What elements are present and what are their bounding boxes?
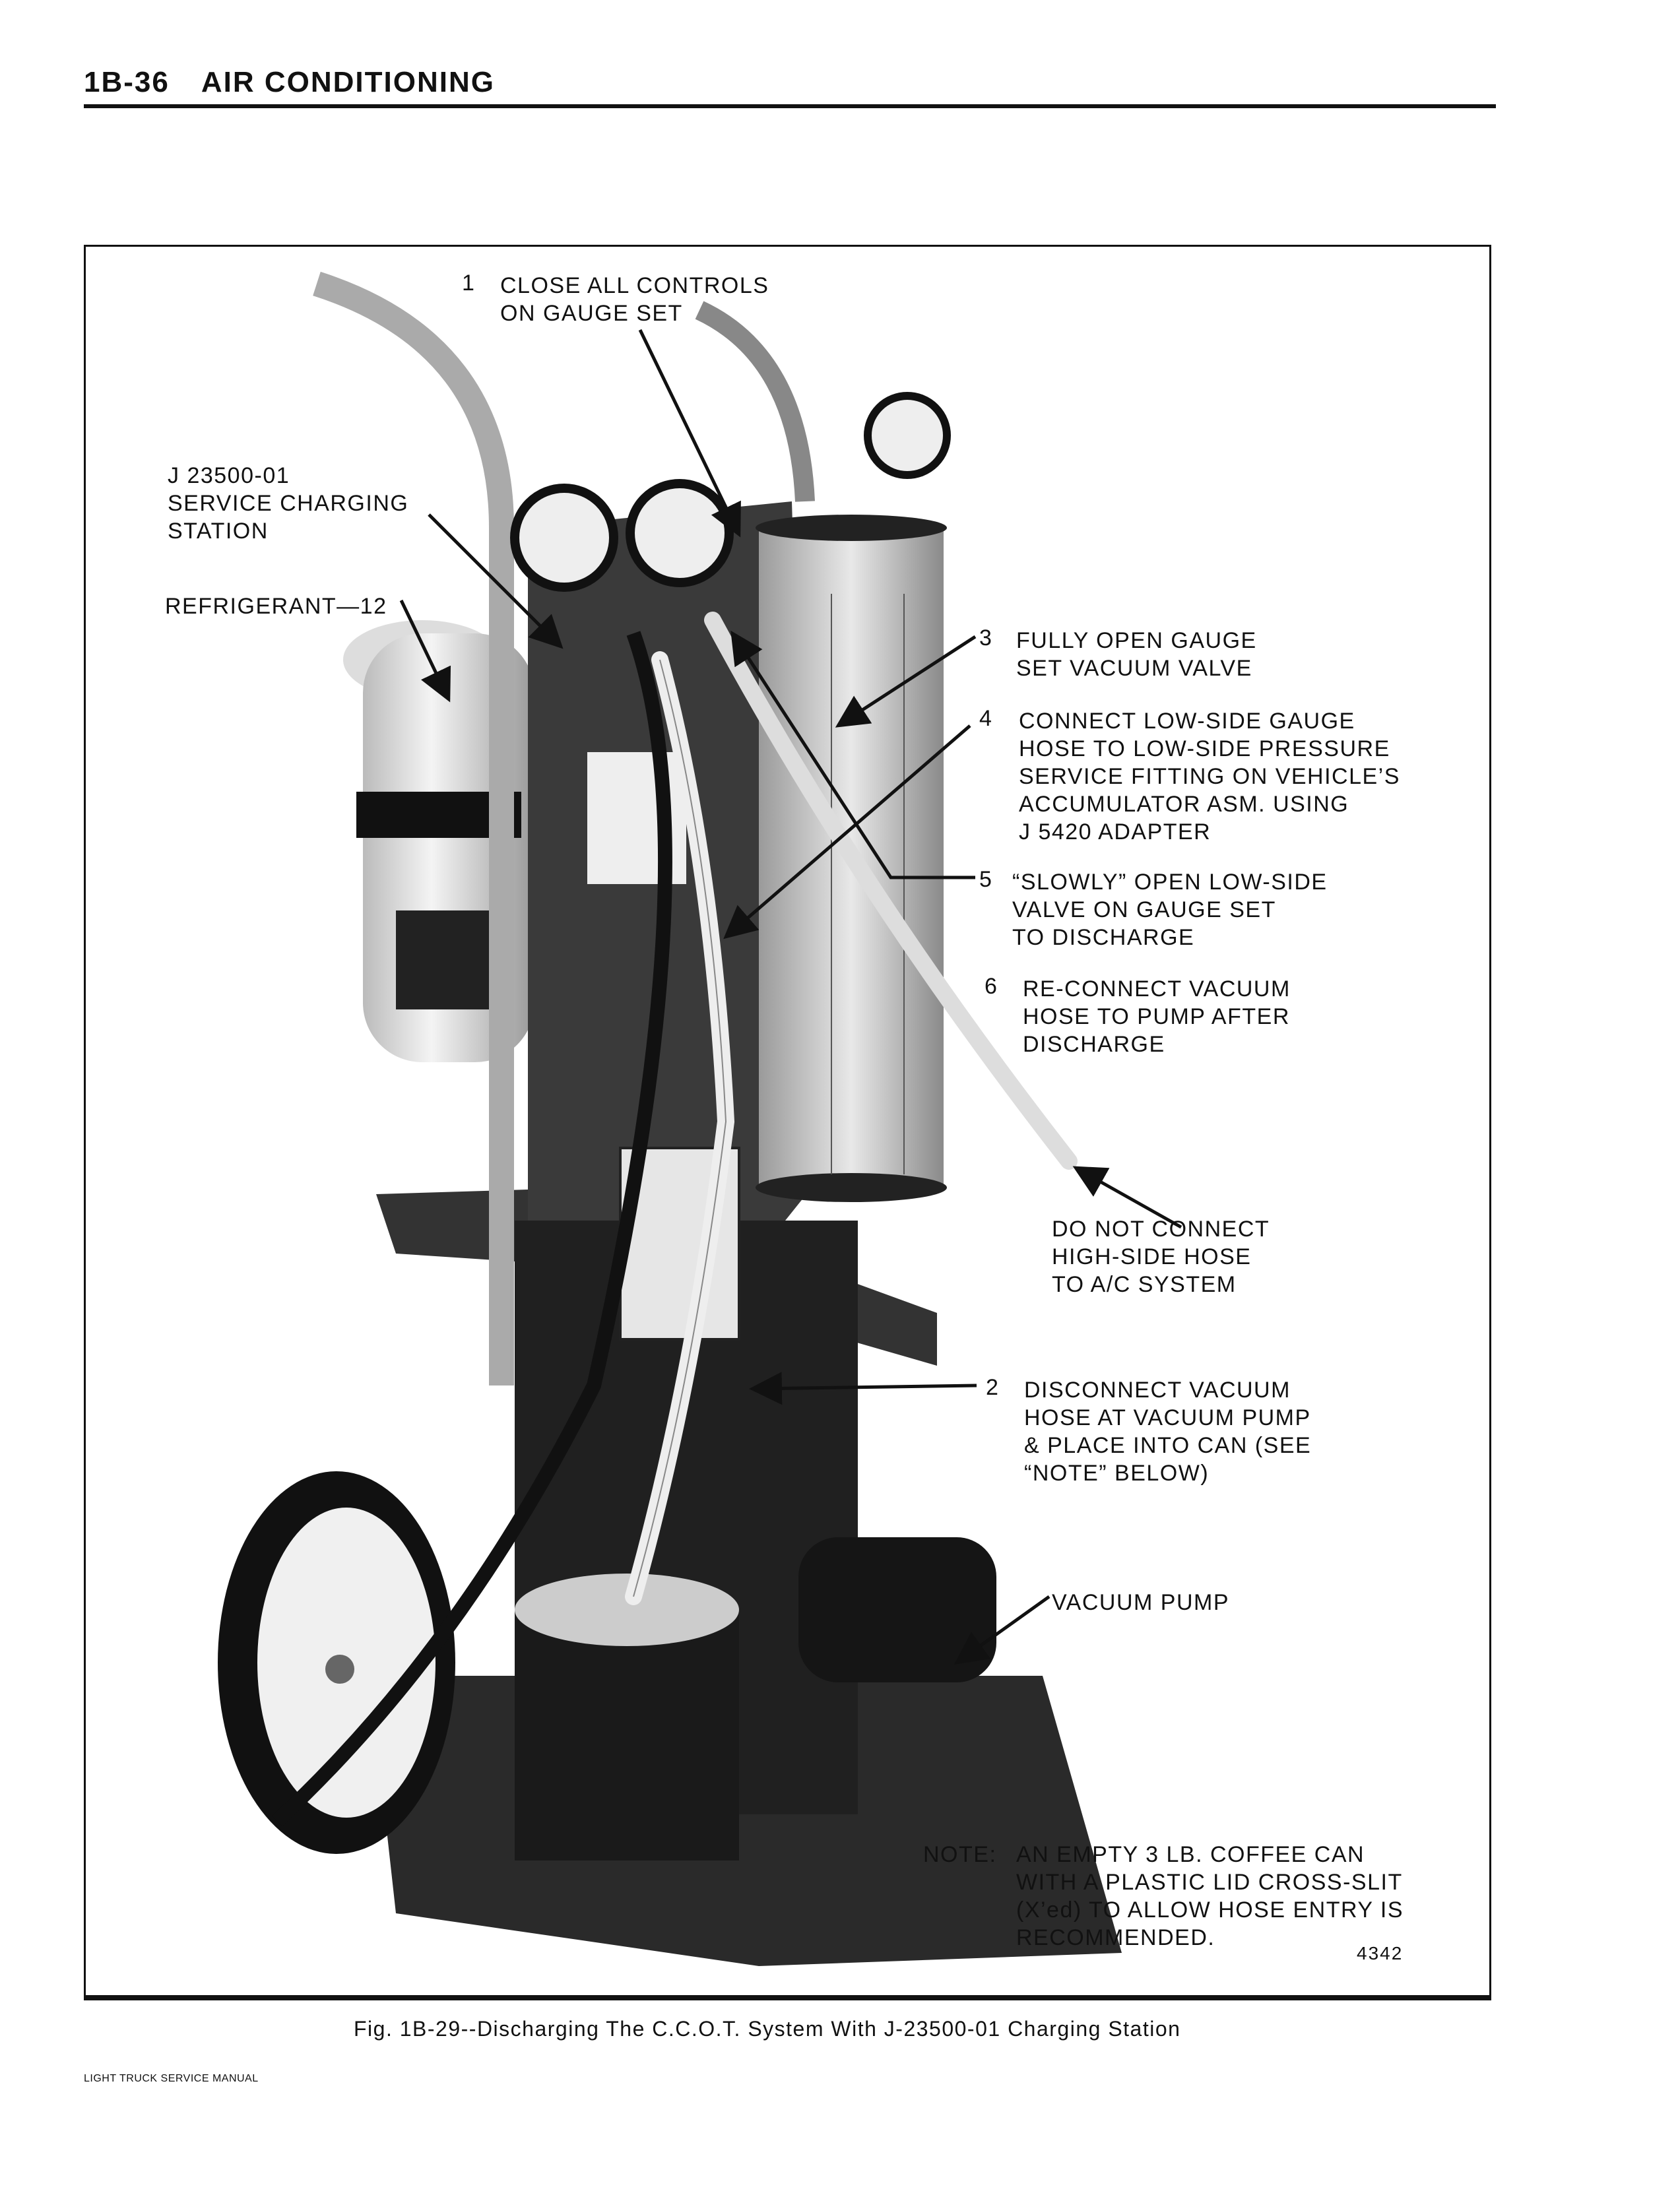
vacuum-gauge	[864, 392, 951, 479]
step5-number: 5	[979, 867, 992, 892]
callout-line: ON GAUGE SET	[500, 301, 683, 326]
step1-callout: CLOSE ALL CONTROLS ON GAUGE SET	[500, 272, 769, 327]
callout-line: (X’ed) TO ALLOW HOSE ENTRY IS	[1016, 1897, 1404, 1923]
callout-line: VACUUM PUMP	[1052, 1590, 1229, 1615]
figure-caption: Fig. 1B-29--Discharging The C.C.O.T. Sys…	[354, 2017, 1181, 2041]
callout-line: WITH A PLASTIC LID CROSS-SLIT	[1016, 1870, 1403, 1895]
note-label: NOTE:	[923, 1842, 997, 1867]
high-side-hose	[704, 612, 1078, 1170]
callout-line: J 5420 ADAPTER	[1019, 819, 1212, 844]
step6-number: 6	[985, 974, 997, 999]
callout-line: DO NOT CONNECT	[1052, 1217, 1270, 1242]
figure-id: 4342	[1357, 1943, 1404, 1963]
callout-line: DISCHARGE	[1023, 1032, 1165, 1057]
page-number: 1B-36	[84, 66, 170, 98]
vacuum-pump	[798, 1537, 996, 1682]
high-side-gauge	[626, 479, 734, 587]
step3-number: 3	[979, 625, 992, 651]
callout-line: STATION	[168, 519, 269, 544]
callout-line: & PLACE INTO CAN (SEE	[1024, 1433, 1312, 1458]
callout-line: SET VACUUM VALVE	[1016, 656, 1252, 681]
section-title: AIR CONDITIONING	[201, 66, 495, 98]
callout-line: HOSE TO PUMP AFTER	[1023, 1004, 1290, 1029]
callout-line: SERVICE FITTING ON VEHICLE’S	[1019, 764, 1400, 789]
callout-line: FULLY OPEN GAUGE	[1016, 628, 1257, 653]
page-header: 1B-36 AIR CONDITIONING	[84, 66, 527, 99]
low-side-hose	[272, 631, 672, 1827]
figure-frame	[84, 245, 1491, 2000]
callout-line: SERVICE CHARGING	[168, 491, 409, 516]
callout-line: J 23500-01	[168, 463, 290, 488]
callout-line: CONNECT LOW-SIDE GAUGE	[1019, 709, 1355, 734]
step2-number: 2	[986, 1375, 998, 1400]
callout-line: AN EMPTY 3 LB. COFFEE CAN	[1016, 1842, 1365, 1867]
header-rule	[84, 104, 1496, 108]
footer-manual-title: LIGHT TRUCK SERVICE MANUAL	[84, 2073, 259, 2084]
callout-line: “SLOWLY” OPEN LOW-SIDE	[1012, 870, 1328, 895]
low-side-gauge	[510, 484, 618, 592]
callout-line: HOSE AT VACUUM PUMP	[1024, 1405, 1311, 1430]
refrigerant-callout: REFRIGERANT—12	[165, 592, 387, 620]
note-text: AN EMPTY 3 LB. COFFEE CAN WITH A PLASTIC …	[1016, 1841, 1404, 1952]
callout-line: HOSE TO LOW-SIDE PRESSURE	[1019, 736, 1390, 761]
callout-line: RECOMMENDED.	[1016, 1925, 1215, 1950]
callout-line: DISCONNECT VACUUM	[1024, 1378, 1291, 1403]
vacuum-pump-callout: VACUUM PUMP	[1052, 1589, 1229, 1616]
callout-line: “NOTE” BELOW)	[1024, 1461, 1210, 1486]
cart-handle	[313, 271, 514, 1385]
callout-line: REFRIGERANT—12	[165, 594, 387, 619]
callout-line: TO A/C SYSTEM	[1052, 1272, 1237, 1297]
callout-line: RE-CONNECT VACUUM	[1023, 976, 1291, 1002]
callout-line: VALVE ON GAUGE SET	[1012, 897, 1276, 922]
step3-callout: FULLY OPEN GAUGE SET VACUUM VALVE	[1016, 627, 1257, 682]
step4-number: 4	[979, 706, 992, 731]
callout-line: CLOSE ALL CONTROLS	[500, 273, 769, 298]
callout-line: ACCUMULATOR ASM. USING	[1019, 792, 1349, 817]
callout-line: HIGH-SIDE HOSE	[1052, 1244, 1252, 1269]
coffee-can	[515, 1610, 739, 1861]
step1-number: 1	[462, 271, 474, 296]
callout-line: TO DISCHARGE	[1012, 925, 1195, 950]
